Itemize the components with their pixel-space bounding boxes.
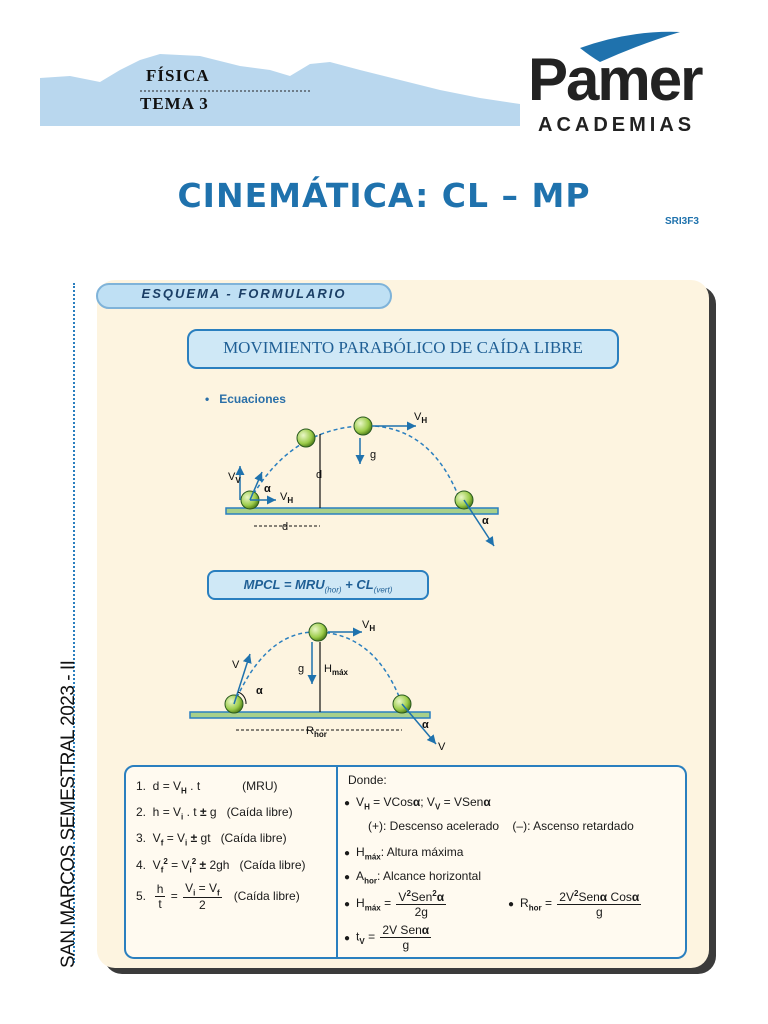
vv-label: VV [228,471,241,485]
brand-logo-text: Pamer [528,46,703,113]
page-title: CINEMÁTICA: CL – MP [177,176,591,215]
where-label: Donde: [348,773,387,787]
v-right-label: V [438,741,446,753]
ball [296,428,316,448]
def-signs: (+): Descenso acelerado (–): Ascenso ret… [368,819,634,833]
def-ahor: ●Ahor: Alcance horizontal [344,869,482,886]
formula-1: 1. d = VH . t(MRU) [136,779,278,796]
alpha-label: α [264,483,271,495]
formula-4: 4. Vf2 = Vi2 ± 2gh (Caída libre) [136,857,306,875]
brand-logo-subtext: ACADEMIAS [538,114,696,136]
section-title-box [187,329,619,369]
def-velocity-components: ●VH = VCosα; VV = VSenα [344,795,491,812]
ground-bar [225,507,499,515]
vh-label: VH [362,619,375,633]
vh-top-label: VH [414,411,427,425]
ball [353,416,373,436]
section-title: MOVIMIENTO PARABÓLICO DE CAÍDA LIBRE [223,338,583,357]
scheme-label-pill [96,283,392,309]
alpha-left-label: α [256,685,263,697]
side-dotted-line [73,283,75,963]
banner-wave [40,54,520,126]
ball [308,622,328,642]
def-hmax: ●Hmáx: Altura máxima [344,845,464,862]
ground-bar [189,711,431,719]
vh-low-label: VH [280,491,293,505]
subject-label: FÍSICA [146,66,210,85]
v-arrow [249,471,263,501]
side-semester-label: SAN MARCOS SEMESTRAL 2023 - II [58,660,79,968]
rhor-label: Rhor [306,725,327,739]
brand-swoosh [580,31,680,62]
definitions-box: Donde: ●VH = VCosα; VV = VSenα (+): Desc… [338,765,687,959]
bullet: • [205,392,220,406]
formula-2: 2. h = Vi . t ± g (Caída libre) [136,805,293,822]
v-final-arrow [463,499,495,547]
alpha-right-label: α [422,719,429,731]
equations-item: • Ecuaciones [205,392,286,406]
trajectory-path [249,425,461,501]
hmax-label: Hmáx [324,663,349,677]
v-left-label: V [232,659,240,671]
g-label: g [370,449,376,461]
mpcl-box [207,570,429,600]
scheme-label: ESQUEMA - FORMULARIO [141,286,347,301]
diagram-projectile-2: VH g Hmáx V α Rhor α V [189,619,446,753]
trajectory-path [233,631,403,705]
diagram-projectile-1: VH g d VV α VH d α [225,411,499,547]
d-vertical-label: d [316,469,322,481]
header-banner [40,31,680,126]
d-horizontal-label: d [282,521,288,533]
topic-label: TEMA 3 [140,94,209,113]
equations-label: Ecuaciones [219,392,286,406]
alpha-right-label: α [482,515,489,527]
document-code: SRI3F3 [665,216,699,227]
v-arrow [233,653,252,705]
v-final-arrow [401,703,437,745]
mpcl-equation: MPCL = MRU(hor) + CL(vert) [243,577,393,595]
formula-list-box: 1. d = VH . t(MRU) 2. h = Vi . t ± g (Ca… [124,765,338,959]
alpha-arc [237,691,247,705]
formula-3: 3. Vf = Vi ± gt (Caída libre) [136,831,287,848]
g-label: g [298,663,304,675]
